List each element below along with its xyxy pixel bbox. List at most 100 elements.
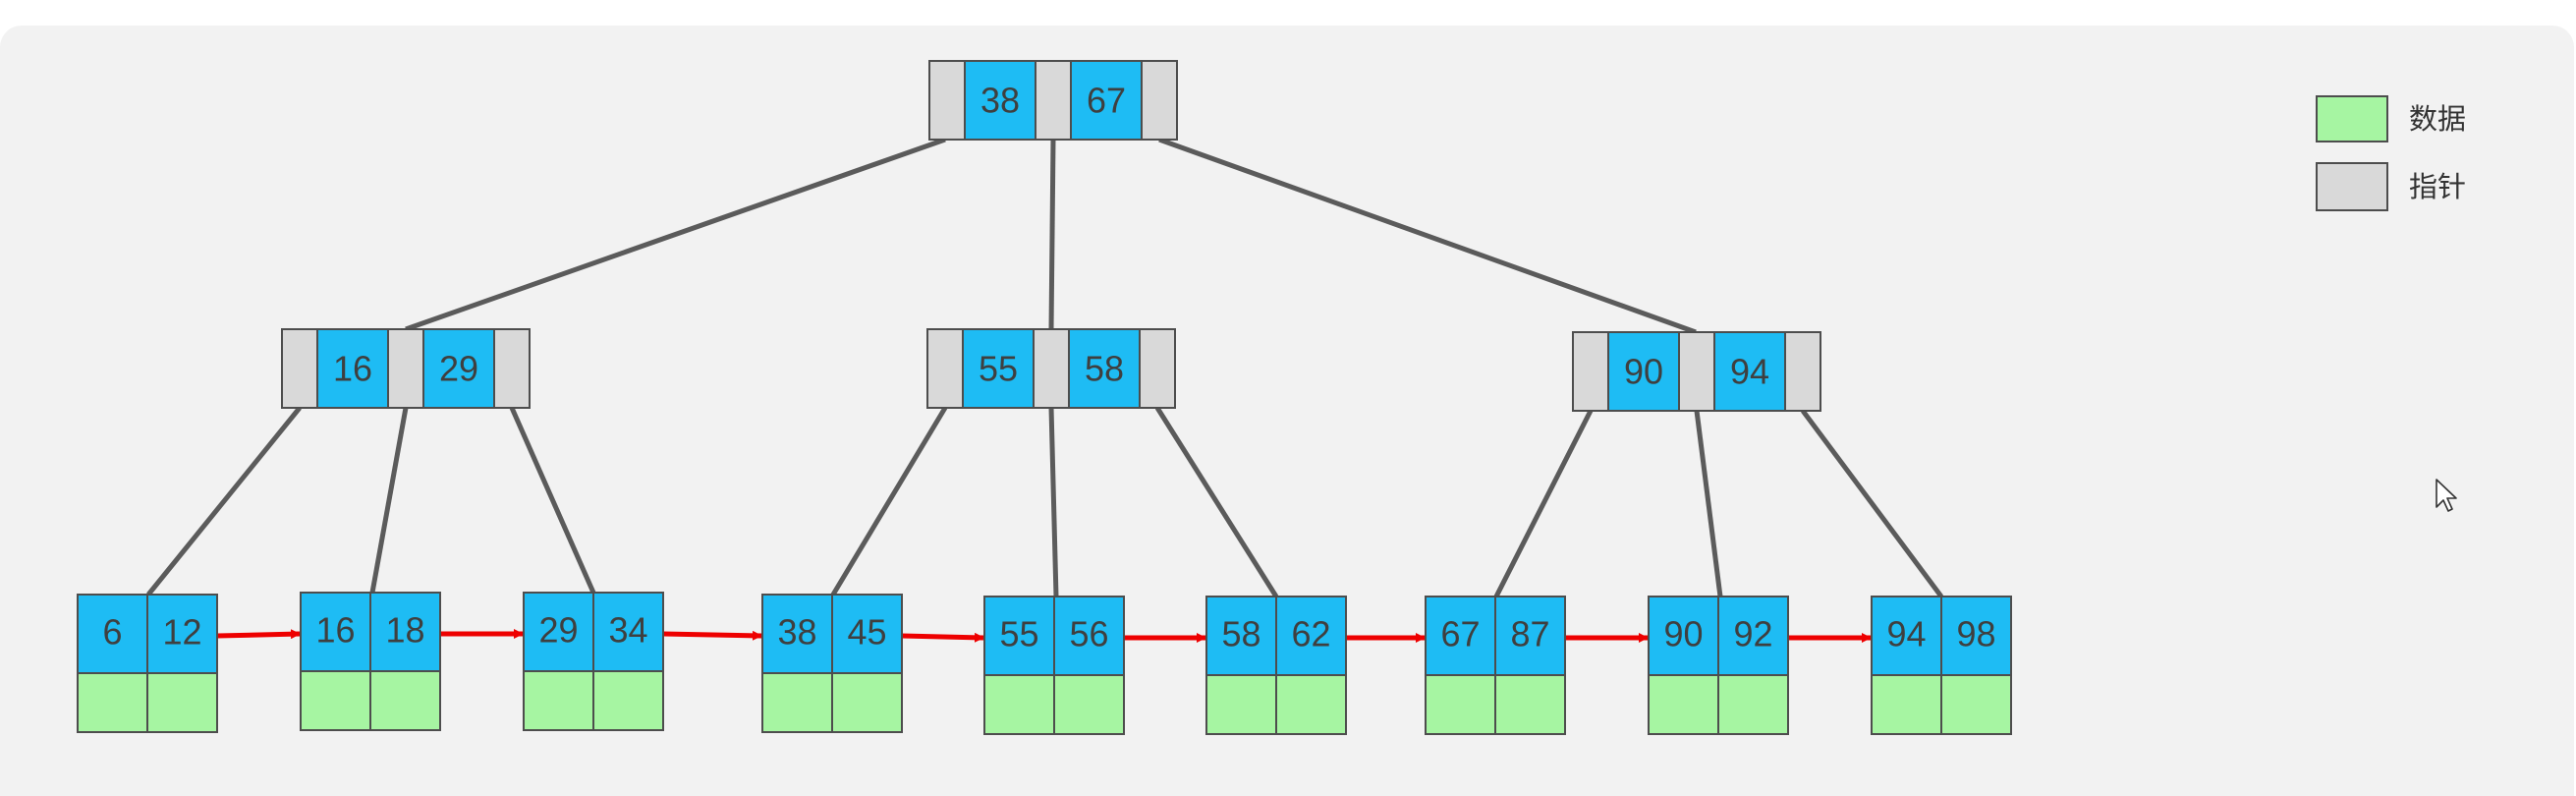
key-label: 16	[315, 610, 355, 651]
data-cell	[983, 674, 1055, 735]
leaf-node: 67 87	[1425, 596, 1566, 735]
internal-node: 55 58	[926, 328, 1176, 409]
tree-edges	[146, 137, 1944, 598]
key-label: 67	[1440, 614, 1480, 654]
pointer-cell	[928, 60, 966, 141]
tree-edge	[1800, 409, 1944, 598]
tree-edge	[1694, 410, 1723, 597]
pointer-cell	[1572, 331, 1609, 412]
pointer-cell	[387, 328, 424, 409]
key-cell	[1940, 596, 2012, 676]
legend-pointer-swatch	[2316, 162, 2388, 211]
leaf-node: 58 62	[1205, 596, 1347, 735]
key-cell	[316, 328, 389, 409]
key-label: 58	[1085, 349, 1124, 389]
pointer-cell	[926, 328, 964, 409]
data-cell	[1425, 674, 1496, 735]
data-cell	[1871, 674, 1942, 735]
key-label: 98	[1956, 614, 1995, 654]
key-cell	[1871, 596, 1942, 676]
leaf-link-arrow	[662, 630, 762, 641]
legend-data-swatch	[2316, 95, 2388, 142]
key-cell	[1713, 331, 1786, 412]
tree-edge	[830, 406, 948, 597]
key-label: 58	[1221, 614, 1260, 654]
leaf-node: 94 98	[1871, 596, 2012, 735]
legend-data-label: 数据	[2409, 102, 2466, 136]
leaf-node: 29 34	[523, 592, 664, 731]
key-cell	[761, 594, 833, 674]
pointer-cell	[1033, 328, 1070, 409]
data-cell	[1494, 674, 1566, 735]
pointer-cell	[1141, 60, 1178, 141]
key-cell	[1070, 60, 1143, 141]
key-label: 45	[847, 612, 886, 653]
tree-edge	[1048, 139, 1056, 330]
leaf-links	[216, 629, 1872, 643]
key-cell	[369, 592, 441, 672]
data-cell	[1717, 674, 1789, 735]
key-label: 6	[102, 612, 122, 653]
tree-edge	[1158, 137, 1697, 335]
data-cell	[146, 672, 218, 733]
key-cell	[1068, 328, 1141, 409]
key-cell	[1607, 331, 1680, 412]
legend-pointer-label: 指针	[2409, 170, 2466, 203]
pointer-cell	[493, 328, 531, 409]
tree-edge	[369, 407, 409, 594]
key-label: 29	[439, 349, 478, 389]
key-cell	[964, 60, 1036, 141]
key-label: 12	[162, 612, 201, 653]
key-label: 18	[385, 610, 424, 651]
data-cell	[1205, 674, 1277, 735]
tree-edge	[1493, 409, 1594, 598]
key-label: 92	[1733, 614, 1772, 654]
key-label: 67	[1087, 81, 1126, 121]
key-label: 55	[979, 349, 1018, 389]
leaf-node: 90 92	[1648, 596, 1789, 735]
data-cell	[761, 672, 833, 733]
key-cell	[1425, 596, 1496, 676]
leaf-link-arrow	[901, 632, 984, 643]
key-label: 87	[1510, 614, 1549, 654]
data-cell	[1053, 674, 1125, 735]
pointer-cell	[281, 328, 318, 409]
data-cell	[592, 670, 664, 731]
data-cell	[1648, 674, 1719, 735]
data-cell	[831, 672, 903, 733]
key-label: 16	[333, 349, 372, 389]
data-cell	[300, 670, 371, 731]
data-cell	[1275, 674, 1347, 735]
data-cell	[1940, 674, 2012, 735]
pointer-cell	[1784, 331, 1821, 412]
key-cell	[146, 594, 218, 674]
key-label: 62	[1291, 614, 1330, 654]
key-label: 34	[608, 610, 647, 651]
leaf-node: 6 12	[77, 594, 218, 733]
data-cell	[77, 672, 148, 733]
mouse-cursor-icon	[2436, 479, 2457, 512]
tree-edge	[1154, 406, 1279, 598]
key-label: 90	[1663, 614, 1703, 654]
pointer-cell	[1139, 328, 1176, 409]
key-label: 90	[1624, 352, 1663, 392]
key-label: 38	[777, 612, 816, 653]
key-cell	[962, 328, 1035, 409]
data-cell	[523, 670, 594, 731]
tree-edge	[146, 406, 302, 597]
tree-edge	[405, 137, 946, 332]
data-cell	[369, 670, 441, 731]
legend: 数据 指针	[2316, 95, 2466, 211]
pointer-cell	[1035, 60, 1072, 141]
leaf-node: 38 45	[761, 594, 903, 733]
leaf-link-arrow	[216, 629, 301, 640]
key-cell	[983, 596, 1055, 676]
key-label: 29	[538, 610, 578, 651]
key-label: 94	[1886, 614, 1926, 654]
